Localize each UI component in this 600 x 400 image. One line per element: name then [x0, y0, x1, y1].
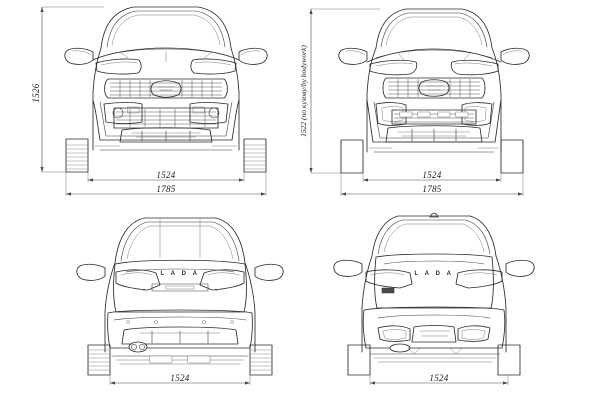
roofline-tl — [100, 6, 232, 49]
model-badge-br — [381, 287, 395, 294]
rear-bumper-br — [362, 306, 506, 349]
right-flank-bl — [244, 262, 256, 353]
left-flank-br — [361, 255, 373, 353]
tailgate-br — [374, 253, 494, 309]
right-flank-tr — [491, 47, 502, 153]
bumper-crease-br — [377, 314, 491, 319]
license-plate-bl — [151, 283, 209, 292]
headlight-left-tr — [369, 59, 418, 76]
dim-width-tr: 1785 — [340, 173, 524, 196]
windshield-glass-tl — [111, 14, 221, 46]
dim-label-width-tr: 1785 — [422, 184, 441, 194]
dim-height-left: 1526 — [31, 6, 104, 173]
rear-bumper-bl — [107, 309, 253, 349]
dim-track-br: 1524 — [369, 373, 509, 385]
dim-label-height-left: 1526 — [31, 83, 41, 102]
dim-height-right: 1522 (по кузову/by bodywork) — [299, 8, 380, 174]
mirror-left-tl — [64, 47, 94, 65]
exhaust-br — [389, 343, 411, 353]
dim-label-height-right: 1522 (по кузову/by bodywork) — [299, 45, 308, 137]
dim-width-tl: 1785 — [65, 172, 267, 196]
headlight-left-tl — [95, 58, 142, 75]
skid-plate-tr — [385, 125, 483, 143]
taillight-left-bl — [115, 269, 161, 291]
dim-track-tl: 1524 — [87, 170, 245, 182]
lada-emblem-tr — [418, 79, 450, 97]
wheel-group-br — [347, 344, 521, 376]
right-flank-tl — [230, 47, 240, 151]
wheel-group-tr — [340, 139, 524, 174]
trunk-lid-bl — [113, 259, 247, 313]
dim-label-width-tl: 1785 — [156, 184, 175, 194]
view-rear-facelift: L A D A — [333, 212, 535, 376]
upper-grille-tl — [104, 78, 228, 99]
windshield-outline-tr — [380, 12, 488, 48]
left-flank-bl — [104, 262, 116, 353]
lada-emblem-tl — [150, 80, 182, 98]
foglight-left-tl — [103, 102, 143, 124]
taillight-left-br — [365, 269, 413, 289]
rear-diffuser-br — [411, 325, 457, 343]
lada-badge-bl: L A D A — [160, 271, 199, 277]
windshield-outline-tl — [106, 10, 226, 48]
dim-label-track-tl: 1524 — [156, 170, 175, 180]
skid-plate-tl — [119, 127, 213, 143]
mirror-left-bl — [76, 263, 106, 281]
wheel-group-tl — [65, 138, 267, 173]
headlight-right-tl — [190, 58, 237, 75]
roofline-br — [371, 215, 497, 257]
lower-grille-tl — [113, 107, 219, 129]
headlight-right-tr — [450, 59, 499, 76]
lada-badge-br: L A D A — [414, 271, 453, 277]
grille-tr — [382, 77, 486, 99]
reflector-right-br — [457, 325, 491, 342]
mirror-left-br — [333, 259, 363, 277]
left-flank-tl — [92, 47, 102, 151]
rear-diffuser-bl — [121, 326, 239, 345]
reflector-left-br — [377, 325, 411, 342]
antenna-br — [429, 212, 439, 218]
mirror-right-bl — [254, 263, 284, 281]
view-rear-sedan: L A D A — [76, 217, 284, 376]
mirror-right-tr — [500, 47, 530, 65]
right-flank-br — [495, 255, 507, 353]
roofline-bl — [114, 217, 246, 264]
rear-glass-br — [377, 219, 491, 255]
mirror-left-tr — [338, 47, 368, 65]
mirror-right-tl — [238, 47, 268, 65]
view-front-prefacelift — [64, 6, 268, 173]
taillight-right-br — [455, 269, 503, 289]
dim-track-bl: 1524 — [109, 373, 251, 385]
left-flank-tr — [366, 47, 377, 153]
wheel-group-bl — [87, 344, 273, 376]
mirror-right-br — [505, 259, 535, 277]
rear-glass-bl — [120, 221, 240, 262]
taillight-right-bl — [199, 269, 245, 291]
roofline-tr — [375, 8, 493, 49]
dim-track-tr: 1524 — [362, 170, 502, 182]
dim-label-track-br: 1524 — [429, 373, 448, 383]
dim-label-track-bl: 1524 — [170, 373, 189, 383]
view-front-facelift — [338, 8, 530, 174]
lower-grille-tr — [391, 109, 477, 125]
dim-label-track-tr: 1524 — [422, 170, 441, 180]
